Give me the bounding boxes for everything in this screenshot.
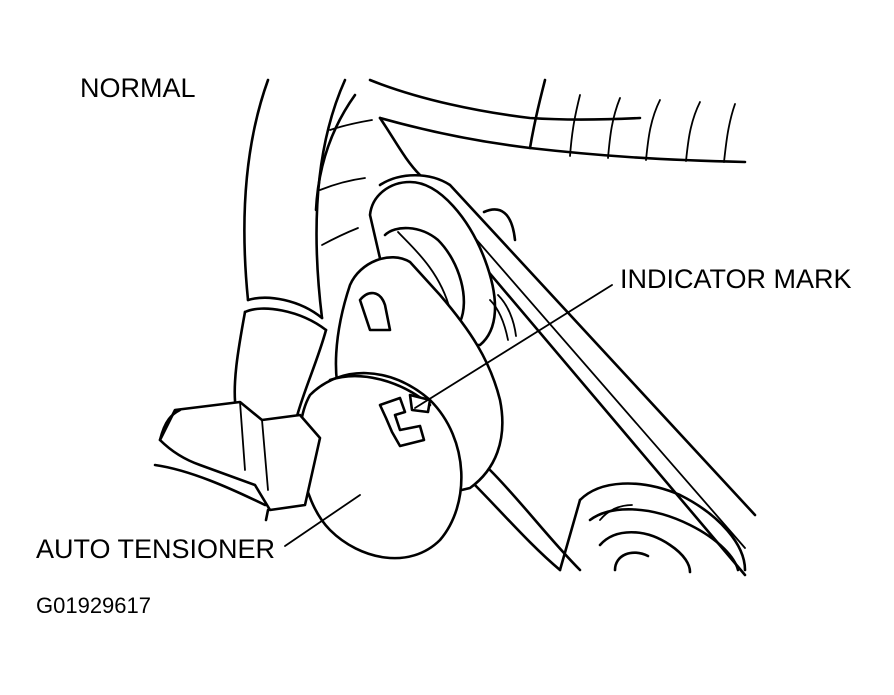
hose [233,78,347,422]
hose-clamp [153,400,322,522]
view-label: NORMAL [80,73,196,103]
tensioner-leader-line [284,494,361,547]
auto-tensioner-label: AUTO TENSIONER [36,534,276,564]
upper-belt [314,78,747,246]
lower-pulley [558,482,747,574]
drive-belt [378,174,757,577]
figure-code: G01929617 [36,593,151,618]
indicator-leader-line [414,284,613,409]
tensioner-body [298,256,504,560]
indicator-mark-label: INDICATOR MARK [620,264,852,294]
